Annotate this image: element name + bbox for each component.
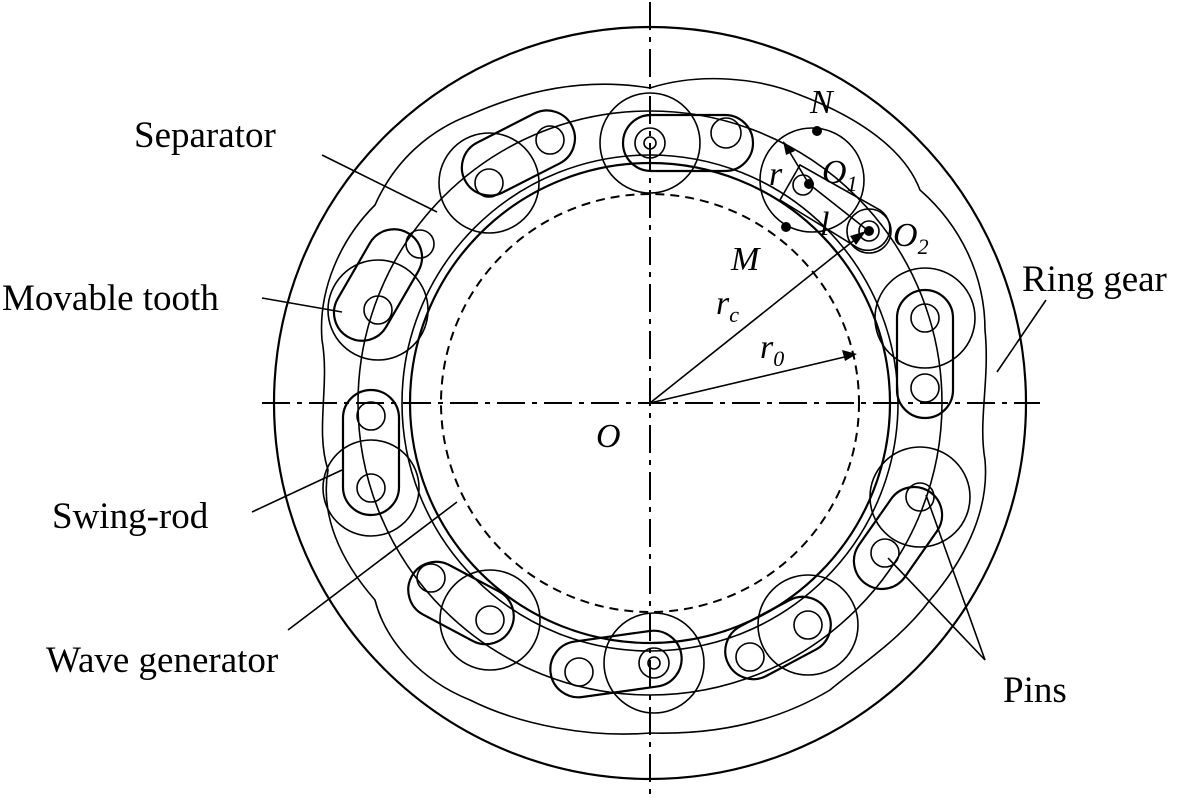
- pin: [474, 168, 504, 198]
- symbol-r0: r0: [760, 329, 784, 371]
- symbol-o1: O1: [822, 154, 858, 196]
- detail-movable-tooth: [759, 126, 892, 254]
- pin: [416, 563, 446, 593]
- rc-radius-line: [649, 233, 863, 404]
- pin: [910, 373, 940, 403]
- swing-rod: [322, 388, 420, 537]
- movable-tooth-roller: [439, 569, 541, 671]
- r0-radius-line: [649, 354, 854, 404]
- swing-rod: [438, 109, 577, 234]
- swing-rod: [874, 267, 976, 420]
- swing-rod-body: [895, 288, 955, 420]
- pin: [405, 229, 435, 259]
- point-n: [812, 126, 822, 136]
- pin: [356, 473, 386, 503]
- swing-rod-body: [407, 560, 515, 646]
- pin: [793, 610, 823, 640]
- swing-rod: [599, 92, 755, 194]
- swing-rod-detail: [778, 163, 891, 252]
- pin: [564, 657, 594, 687]
- roller-circle-o1: [759, 127, 865, 233]
- label-pins: Pins: [1003, 670, 1067, 711]
- label-movable-tooth: Movable tooth: [2, 278, 219, 319]
- swing-rod: [724, 574, 859, 681]
- swing-rod-body: [549, 629, 683, 699]
- movable-tooth-roller: [322, 439, 420, 537]
- movable-tooth-roller: [438, 132, 540, 234]
- movable-tooth-roller: [599, 92, 701, 194]
- pin: [710, 117, 742, 149]
- leader-separator: [321, 154, 438, 213]
- point-o2: [864, 226, 874, 236]
- movable-tooth-roller: [874, 267, 976, 369]
- symbol-o: O: [596, 418, 621, 455]
- label-swing-rod: Swing-rod: [52, 496, 209, 537]
- pin: [910, 303, 940, 333]
- length-l-line: [808, 183, 867, 230]
- pin: [475, 605, 505, 635]
- pin: [905, 482, 935, 512]
- pitch-circle-r0: [440, 193, 860, 613]
- movable-tooth-roller: [757, 574, 859, 676]
- swing-rod-group: [322, 92, 976, 714]
- ring-gear-tooth-profile: [320, 77, 988, 735]
- symbol-l: l: [820, 206, 829, 243]
- leader-pins-2: [887, 557, 986, 661]
- swing-rod: [327, 228, 435, 361]
- rc-arrowhead: [850, 231, 866, 245]
- leader-ring-gear: [996, 299, 1047, 373]
- r0-arrowhead: [842, 350, 857, 361]
- swing-rod-body: [621, 113, 755, 173]
- pin-o2-inner: [858, 220, 880, 242]
- pin: [535, 125, 565, 155]
- leader-movable-tooth: [261, 297, 343, 313]
- movable-tooth-roller: [869, 446, 971, 548]
- symbol-o2: O2: [893, 217, 929, 259]
- point-m: [781, 222, 791, 232]
- label-ring-gear: Ring gear: [1022, 259, 1167, 300]
- pin-o2-outer: [846, 208, 892, 254]
- swing-rod: [549, 612, 705, 714]
- leader-wave-generator: [287, 501, 458, 631]
- pin: [356, 401, 386, 431]
- swing-rod-body: [341, 388, 401, 517]
- wave-generator-circle: [408, 161, 892, 645]
- radius-r-arrowhead: [783, 141, 795, 155]
- swing-rod: [852, 446, 971, 591]
- label-separator: Separator: [134, 115, 276, 156]
- symbol-m: M: [730, 241, 761, 278]
- pin: [638, 647, 670, 679]
- leader-swing-rod: [251, 469, 343, 513]
- pin: [647, 656, 661, 670]
- swing-rod-body: [852, 485, 944, 591]
- pin: [634, 127, 666, 159]
- pin: [643, 136, 657, 150]
- swing-rod-body: [332, 228, 424, 342]
- pin: [870, 538, 900, 568]
- swing-rod-body: [724, 595, 832, 681]
- leader-pins-1: [925, 494, 986, 661]
- symbol-n: N: [809, 84, 835, 121]
- pin: [735, 642, 765, 672]
- swing-rod: [407, 560, 541, 671]
- symbol-rc: rc: [716, 285, 739, 327]
- swing-rod-body: [460, 109, 577, 197]
- separator-inner-circle: [401, 154, 899, 652]
- movable-tooth-roller: [327, 259, 429, 361]
- label-wave-generator: Wave generator: [46, 640, 278, 681]
- pin: [363, 295, 393, 325]
- symbol-r: r: [769, 156, 783, 193]
- movable-tooth-roller: [603, 612, 705, 714]
- separator-outer-circle: [357, 110, 943, 696]
